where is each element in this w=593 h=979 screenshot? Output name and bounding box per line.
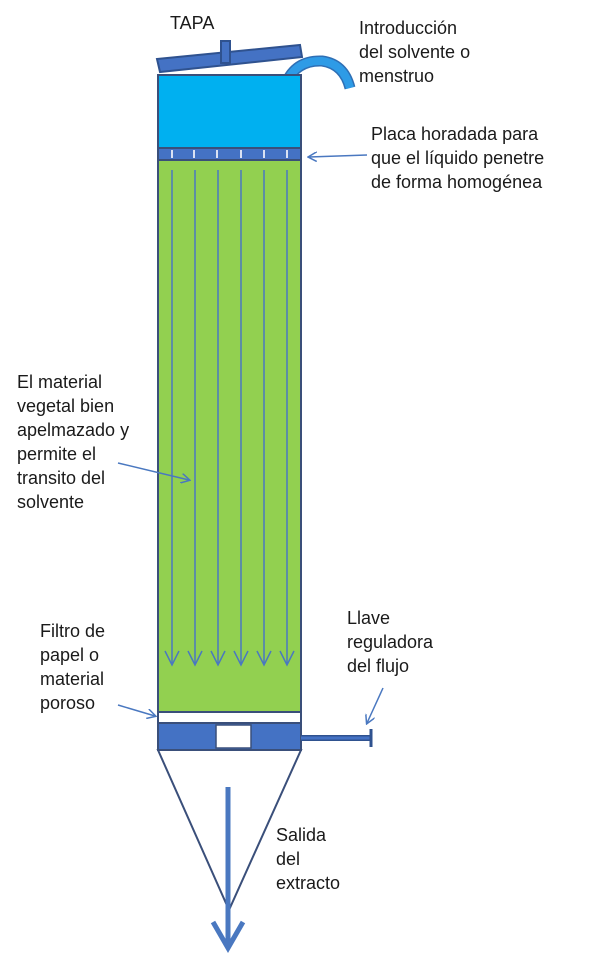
flow-arrow-icon — [210, 170, 226, 667]
flow-arrow-icon — [164, 170, 180, 667]
flow-arrow-icon — [279, 170, 295, 667]
flow-arrow-icon — [256, 170, 272, 667]
base-block — [157, 722, 302, 751]
pointer-arrow-filtro — [117, 704, 155, 716]
label-solvente: Introducción del solvente o menstruo — [359, 18, 471, 86]
pointer-arrow-placa — [309, 155, 368, 157]
label-material: El material vegetal bien apelmazado y pe… — [17, 372, 130, 512]
label-llave: Llave reguladora del flujo — [347, 608, 434, 676]
label-tapa: TAPA — [170, 13, 215, 33]
label-filtro: Filtro de papel o material poroso — [40, 621, 106, 713]
label-salida: Salida del extracto — [276, 825, 341, 893]
flow-arrow-icon — [233, 170, 249, 667]
flow-arrow-icon — [187, 170, 203, 667]
outlet-opening — [215, 724, 252, 749]
pointer-arrow-llave — [367, 687, 384, 723]
perforated-plate — [157, 147, 302, 161]
plant-material-column — [157, 159, 302, 713]
pointer-arrow-material — [117, 462, 189, 480]
lid-handle — [220, 40, 231, 64]
flow-arrows — [164, 170, 295, 667]
label-placa: Placa horadada para que el líquido penet… — [371, 124, 545, 192]
filter-layer — [157, 711, 302, 724]
lid — [155, 40, 304, 74]
solvent-chamber — [157, 74, 302, 149]
extract-outlet-arrow-icon — [210, 787, 246, 954]
flow-valve — [301, 729, 373, 747]
